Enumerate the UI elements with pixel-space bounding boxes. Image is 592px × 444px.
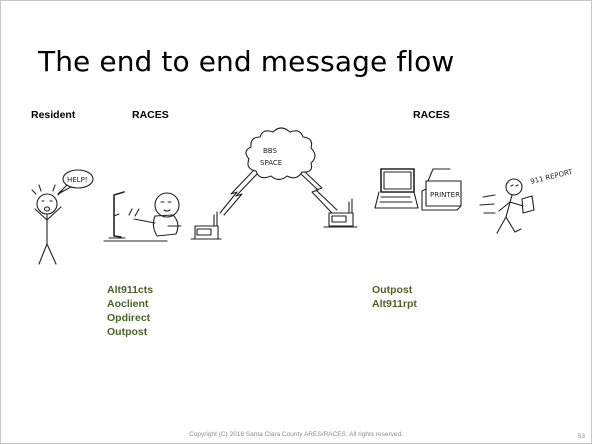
left-software-item: Alt911cts [107, 284, 154, 296]
races-computer-right [374, 168, 419, 209]
help-text: HELP! [67, 176, 88, 184]
left-software-item: Aoclient [107, 298, 149, 310]
right-software-list: Outpost Alt911rpt [372, 283, 417, 311]
help-speech-bubble: HELP! [57, 169, 94, 195]
races-operator-computer [103, 191, 182, 242]
radio-left [190, 211, 222, 240]
left-software-item: Outpost [107, 326, 148, 338]
printer: PRINTER [421, 168, 462, 211]
right-software-item: Alt911rpt [372, 298, 417, 310]
page-number: 53 [577, 433, 585, 440]
right-software-item: Outpost [372, 284, 413, 296]
copyright-footer: Copyright (C) 2018 Santa Clara County AR… [189, 431, 403, 438]
motion-lines [479, 194, 496, 214]
slide-title: The end to end message flow [38, 45, 455, 78]
radio-link-right [300, 171, 338, 214]
cloud-text-line1: BBS [263, 147, 277, 155]
left-software-list: Alt911cts Aoclient Opdirect Outpost [107, 283, 153, 339]
label-resident: Resident [31, 109, 76, 121]
radio-right [323, 198, 358, 228]
resident-figure [31, 184, 63, 265]
left-software-item: Opdirect [107, 312, 151, 324]
label-races-left: RACES [132, 109, 169, 121]
report-text: 911 REPORT [530, 168, 575, 186]
courier-figure [496, 178, 535, 234]
cloud-text-line2: SPACE [260, 159, 282, 167]
bbs-cloud: BBS SPACE [245, 127, 316, 181]
printer-text: PRINTER [430, 191, 460, 199]
label-races-right: RACES [413, 109, 450, 121]
radio-link-left [219, 170, 258, 216]
